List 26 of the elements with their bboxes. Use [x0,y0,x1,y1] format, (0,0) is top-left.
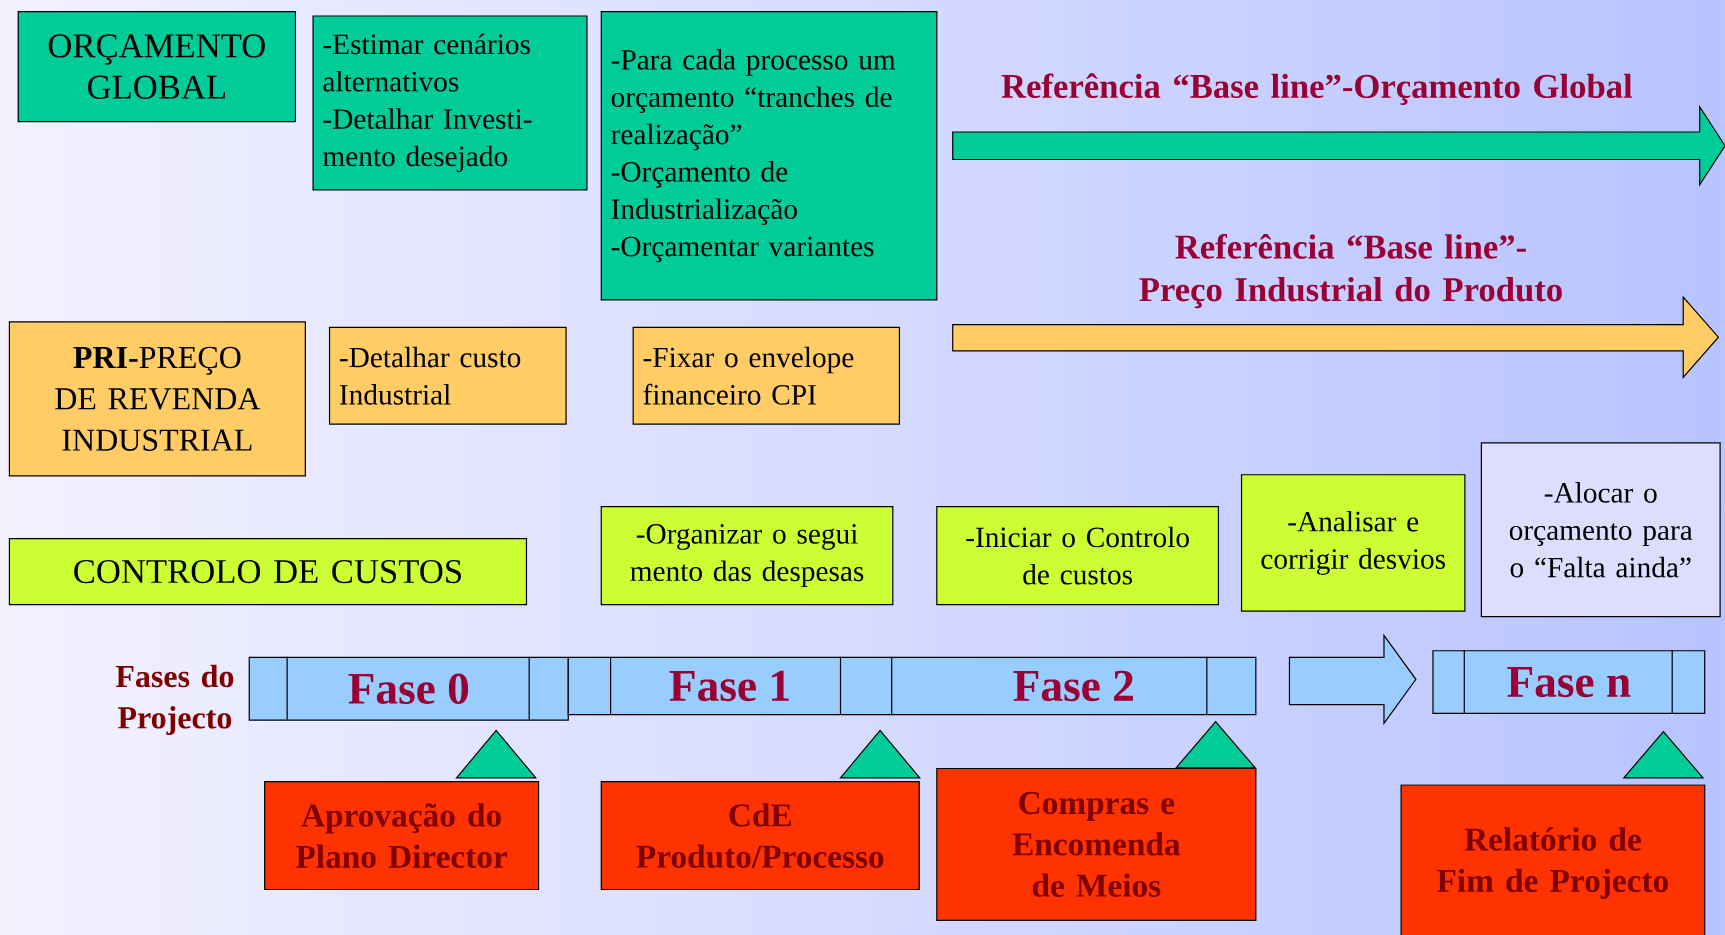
phase-bar: Fase 1 [567,656,893,716]
phase-bar: Fase 0 [248,656,569,721]
budget-box: ORÇAMENTO GLOBAL [17,10,297,123]
task-box: -Para cada processo um orçamento “tranches de realização” -Orçamento de Industrialização -Orçamentar variantes [600,10,938,301]
phase-label: Fases do Projecto [115,664,234,736]
phase-bar: Fase 2 [891,656,1257,716]
task-box: -Analisar e corrigir desvios [1240,474,1466,612]
price-box: PRI-PREÇO DE REVENDA INDUSTRIAL [8,321,306,477]
node-label: Referência “Base line”-Orçamento Global [1001,73,1633,105]
milestone-box: CdE Produto/Processo [600,781,920,891]
reference-band: Referência “Base line”-Orçamento Global [952,73,1725,187]
milestone-box: Aprovação do Plano Director [264,781,540,891]
reference-band: Referência “Base line”-Preço Industrial do Produto [952,233,1720,379]
task-box: -Organizar o segui mento das despesas [600,506,894,606]
task-box: -Estimar cenários alternativos -Detalhar Investi-mento desejado [312,15,588,191]
block-arrow [1288,633,1417,726]
task-box: -Fixar o envelope financeiro CPI [632,326,900,425]
node-label: Referência “Base line”- [1175,233,1526,259]
task-box: -Detalhar custo Industrial [328,326,567,425]
triangle-marker [839,729,921,779]
phase-bar: Fase n [1432,649,1706,714]
task-box: -Alocar o orçamento para o “Falta ainda” [1480,442,1721,618]
cost-control-box: CONTROLO DE CUSTOS [8,537,528,606]
milestone-box: Compras e Encomenda de Meios [936,767,1257,921]
milestone-box: Relatório de Fim de Projecto [1400,784,1706,935]
task-box: -Iniciar o Controlo de custos [936,506,1220,606]
